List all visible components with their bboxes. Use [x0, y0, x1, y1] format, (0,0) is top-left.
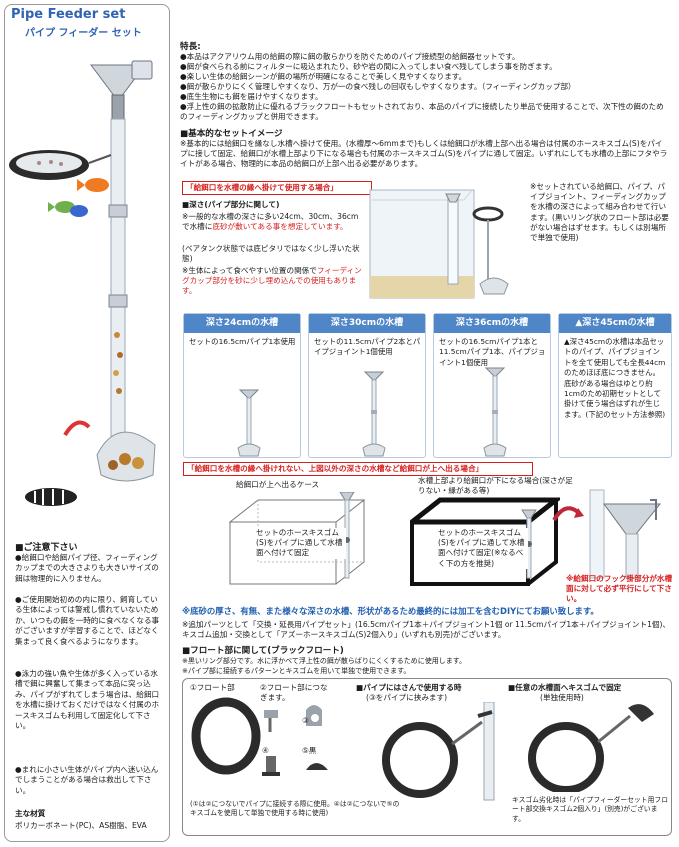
caution-note-4: ●まれに小さい生体がパイプ内へ迷い込んでしまうことがある場合は救出して下さい。 [15, 765, 159, 795]
tank-box-24: 深さ24cmの水槽 セットの16.5cmパイプ1本使用 [183, 313, 301, 458]
left-panel: Pipe Feeder set パイプ フィーダー セット [4, 4, 170, 842]
hook-note: ※給餌口のフック掛部分が水槽面に対して必ず平行にして下さい。 [566, 574, 673, 604]
part-3-label: ③ [302, 716, 309, 725]
part-2-label: ②フロート部につなぎます。 [260, 683, 328, 703]
hook-detail-illustration [552, 489, 662, 579]
tank-box-30-body: セットの11.5cmパイプ2本とパイプジョイント1個使用 [314, 337, 421, 357]
any-surface-label: ■任意の水槽面へキスゴムで固定 [508, 683, 622, 692]
feature-1: ●本品はアクアリウム用の給餌の際に餌の散らかりを防ぐためのパイプ接続型の給餌器セ… [180, 52, 520, 61]
hang-callout: 「給餌口を水槽の縁へ掛けて使用する場合」 [182, 181, 372, 196]
diy-note: ※底砂の厚さ、有無、また様々な深さの水槽、形状があるため最終的には加工を含むDI… [182, 606, 599, 616]
no-hang-callout: 「給餌口を水槽の縁へ掛けれない、上図以外の深さの水槽など給餌口が上へ出る場合」 [183, 462, 533, 477]
pipe-24-icon [237, 389, 261, 457]
product-title: Pipe Feeder set [11, 7, 126, 22]
pipe-usage-label: ■パイプにはさんで使用する時 [356, 683, 462, 692]
product-subtitle: パイプ フィーダー セット [25, 28, 142, 39]
feature-6: ●浮上性の餌の拡散防止に優れるブラックフロートもセットされており、本品のパイプに… [180, 102, 664, 122]
caution-note-1: ●給餌口や給餌パイプ径、フィーディングカップまでの大きさよりも大きいサイズの餌は… [15, 553, 159, 583]
tank-box-45-body: ▲深さ45cmの水槽は本品セットのパイプ、パイプジョイントを全て使用しても全長4… [564, 337, 666, 419]
tank-box-30-head: 深さ30cmの水槽 [309, 314, 425, 333]
tank-lowered-illustration [410, 497, 560, 586]
float-desc-2: ※パイプ部に接続するパターンとキスゴムを用いて単独で使用できます。 [182, 667, 411, 675]
tank-box-24-head: 深さ24cmの水槽 [184, 314, 300, 333]
depth-note: (ベアタンク状態では底ピタリではなく少し浮いた状態) [182, 244, 360, 264]
tank-box-45: ▲深さ45cmの水槽 ▲深さ45cmの水槽は本品セットのパイプ、パイプジョイント… [558, 313, 672, 458]
feature-2: ●餌が食べられる前にフィルターに吸込まれたり、砂や岩の間に入ってしまい食べ残して… [180, 62, 557, 71]
tank-illustration [369, 189, 509, 299]
part-5-label: ⑤黒 [302, 746, 317, 755]
tank-box-30: 深さ30cmの水槽 セットの11.5cmパイプ2本とパイプジョイント1個使用 [308, 313, 426, 458]
tank-box-45-head: ▲深さ45cmの水槽 [559, 314, 671, 333]
any-surface-sub: (単独使用時) [540, 693, 584, 702]
set-note: ※セットされている給餌口、パイプ、パイプジョイント、フィーディングカップを水槽の… [530, 182, 669, 243]
pipe-30-icon [362, 371, 386, 457]
float-desc-1: ※黒いリング部分です。水に浮かべて浮上性の餌が散らばりにくくするために使用します… [182, 657, 467, 665]
depth-text-b: ※生体によって食べやすい位置の関係でフィーディングカップ部分を砂に少し埋め込んで… [182, 266, 362, 296]
depth-label: ■深さ(パイプ部分に関して) [182, 200, 280, 209]
part-4-label: ④ [262, 746, 269, 755]
caution-note-3: ●泳力の強い魚や生体が多く入っている水槽で餌に興奮して集まって本品に突っ込み、パ… [15, 669, 160, 731]
pipe-usage-illustration [382, 702, 495, 801]
caution-title: ■ご注意下さい [15, 543, 78, 553]
feeder-product-illustration [9, 60, 156, 506]
caution-note-2: ●ご使用開始初めの内に限り、飼育している生体によっては警戒し慣れていないためか、… [15, 595, 160, 646]
feature-4: ●餌が散らかりにくく管理しやすくなり、万が一の食べ残しの回収もしやすくなります。… [180, 82, 576, 91]
float-heading: ■フロート部に関して(ブラックフロート) [182, 646, 344, 656]
no-hang-right-caption: 水槽上部より給餌口が下になる場合(深さが足りない・縁がある等) [418, 476, 573, 496]
no-hang-left-note: セットのホースキスゴム(S)をパイプに通して水槽面へ付けて固定 [256, 528, 346, 559]
no-hang-left-caption: 給餌口が上へ出るケース [236, 480, 320, 489]
tank-box-36-head: 深さ36cmの水槽 [434, 314, 550, 333]
tank-box-36: 深さ36cmの水槽 セットの16.5cmパイプ1本と11.5cmパイプ1本、パイ… [433, 313, 551, 458]
basic-set-desc: ※基本的には給餌口を縁なし水槽へ掛けて使用。(水槽厚〜6mmまで)もしくは給餌口… [180, 139, 668, 169]
material-text: ポリカーボネート(PC)、AS樹脂、EVA [15, 821, 147, 830]
no-hang-right-note: セットのホースキスゴム(S)をパイプに通して水槽面へ付けて固定(※なるべく下の方… [438, 528, 528, 569]
feature-5: ●底生生物にも餌を届けやすくなります。 [180, 92, 323, 101]
float-diagram-frame [182, 678, 672, 836]
feature-3: ●楽しい生体の給餌シーンが餌の場所が明確になることで美しく見やすくなります。 [180, 72, 467, 81]
tank-box-24-body: セットの16.5cmパイプ1本使用 [189, 337, 296, 346]
any-surface-illustration [528, 704, 654, 792]
float-bottom-note: (①は②につないでパイプに接続する際に使用。④は②につないで⑤のキスゴムを使用し… [190, 800, 400, 818]
tank-box-36-body: セットの16.5cmパイプ1本と11.5cmパイプ1本、パイプジョイント1個使用 [439, 337, 546, 367]
float-parts-illustration [191, 697, 328, 776]
material-label: 主な材質 [15, 809, 46, 818]
part-1-label: ①フロート部 [190, 683, 235, 692]
tank-raised-illustration [228, 492, 366, 585]
depth-text-a: ※一般的な水槽の深さに多い24cm、30cm、36cmで水槽に底砂が敷いてある事… [182, 212, 359, 232]
extra-parts-note: ※追加パーツとして「交換・延長用パイプセット」(16.5cmパイプ1本＋パイプジ… [182, 620, 671, 640]
pipe-36-icon [483, 367, 507, 457]
kiss-replacement-note: キスゴム劣化時は「パイプフィーダーセット用フロート部交換キスゴム2個入り」(別売… [512, 796, 668, 823]
basic-set-heading: ■基本的なセットイメージ [180, 129, 283, 139]
features-heading: 特長: [180, 42, 201, 52]
pipe-usage-sub: (③をパイプに挟みます) [366, 693, 448, 702]
